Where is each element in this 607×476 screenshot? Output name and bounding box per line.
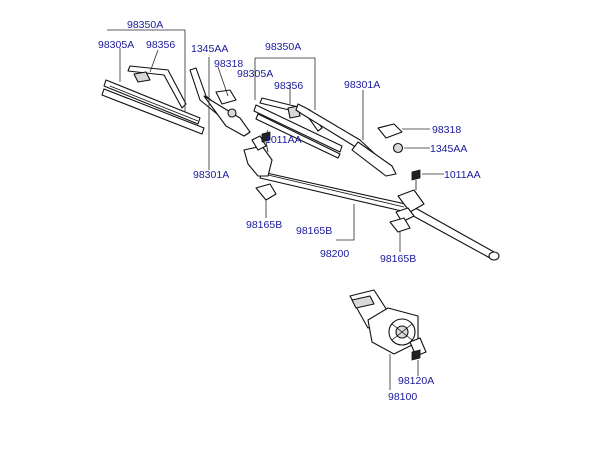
left-pivot-bushing (255, 183, 277, 201)
leader-lines (107, 29, 444, 390)
label-linkage: 98200 (320, 248, 349, 260)
label-pivot-left: 98165B (246, 219, 282, 231)
right-arm-nut (392, 142, 404, 154)
wiper-linkage (243, 135, 500, 261)
label-cap-left: 98318 (214, 58, 243, 70)
right-bolt (411, 169, 421, 190)
right-arm-cap (377, 123, 403, 139)
label-motor-bracket: 98120A (398, 375, 434, 387)
label-arm-right: 98301A (344, 79, 380, 91)
label-blade-clip-left: 98356 (146, 39, 175, 51)
left-arm-nut (227, 108, 237, 118)
right-wiper-blade (253, 97, 343, 159)
label-blade-refill-left: 98305A (98, 39, 134, 51)
label-pivot-center: 98165B (296, 225, 332, 237)
label-blade-arm-assy-right: 98350A (265, 41, 301, 53)
label-blade-clip-right: 98356 (274, 80, 303, 92)
label-pivot-right: 98165B (380, 253, 416, 265)
part-labels: 98350A 98305A 98356 1345AA 98318 98350A … (98, 19, 481, 403)
motor-bracket (409, 337, 427, 361)
label-blade-refill-right: 98305A (237, 68, 273, 80)
label-motor: 98100 (388, 391, 417, 403)
label-nut-right: 1345AA (430, 143, 467, 155)
label-blade-arm-assy-left: 98350A (127, 19, 163, 31)
left-arm-cap (215, 89, 237, 105)
label-arm-left: 98301A (193, 169, 229, 181)
label-bolt-right: 1011AA (444, 169, 481, 181)
wiper-motor (349, 289, 419, 355)
right-pivot-bushing (389, 217, 411, 233)
right-wiper-arm (295, 103, 397, 177)
left-wiper-blade (101, 65, 205, 135)
label-nut-left: 1345AA (191, 43, 228, 55)
label-bolt-center: 1011AA (265, 134, 302, 146)
label-cap-right: 98318 (432, 124, 461, 136)
center-bolt (261, 131, 271, 153)
left-blade-clip (133, 71, 151, 83)
